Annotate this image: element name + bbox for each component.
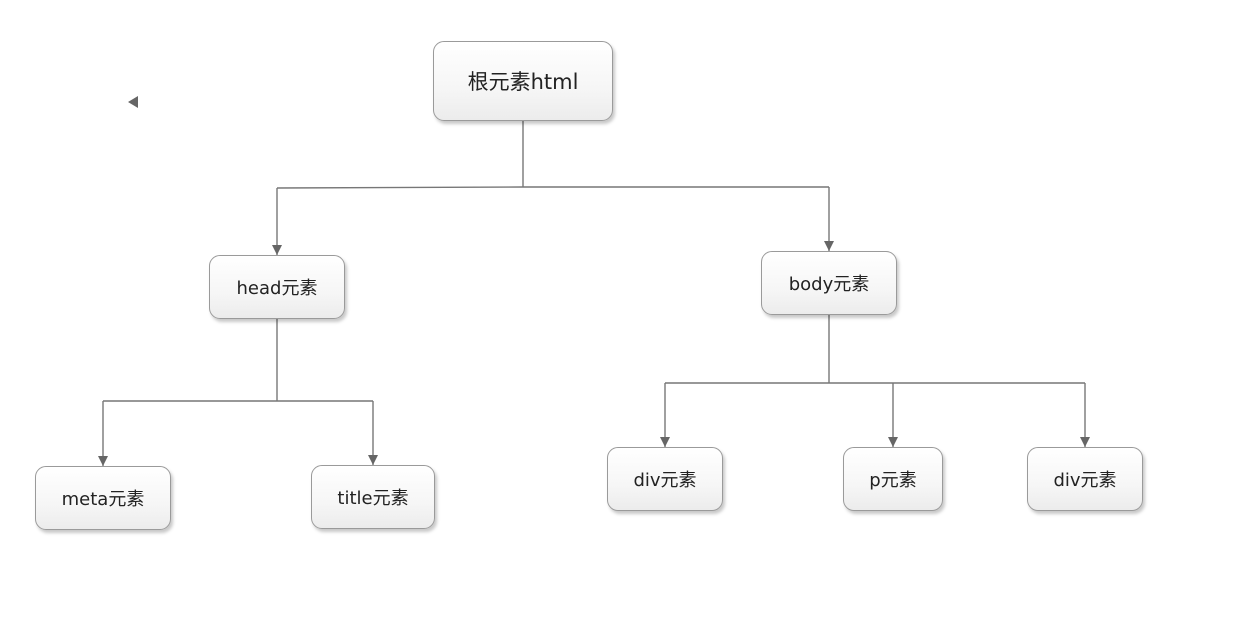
arrowhead-div-2 [1080,437,1090,447]
node-title: title元素 [311,465,435,529]
arrowhead-meta [98,456,108,466]
collapse-arrow-icon[interactable] [128,96,138,108]
node-meta: meta元素 [35,466,171,530]
arrowhead-title [368,455,378,465]
connector-root-bar-left [276,186,524,189]
node-head: head元素 [209,255,345,319]
arrowhead-p [888,437,898,447]
node-root-html: 根元素html [433,41,613,121]
arrowhead-body [824,241,834,251]
node-div-1: div元素 [607,447,723,511]
node-p: p元素 [843,447,943,511]
arrowhead-div-1 [660,437,670,447]
node-body: body元素 [761,251,897,315]
node-div-2: div元素 [1027,447,1143,511]
arrowhead-head [272,245,282,255]
